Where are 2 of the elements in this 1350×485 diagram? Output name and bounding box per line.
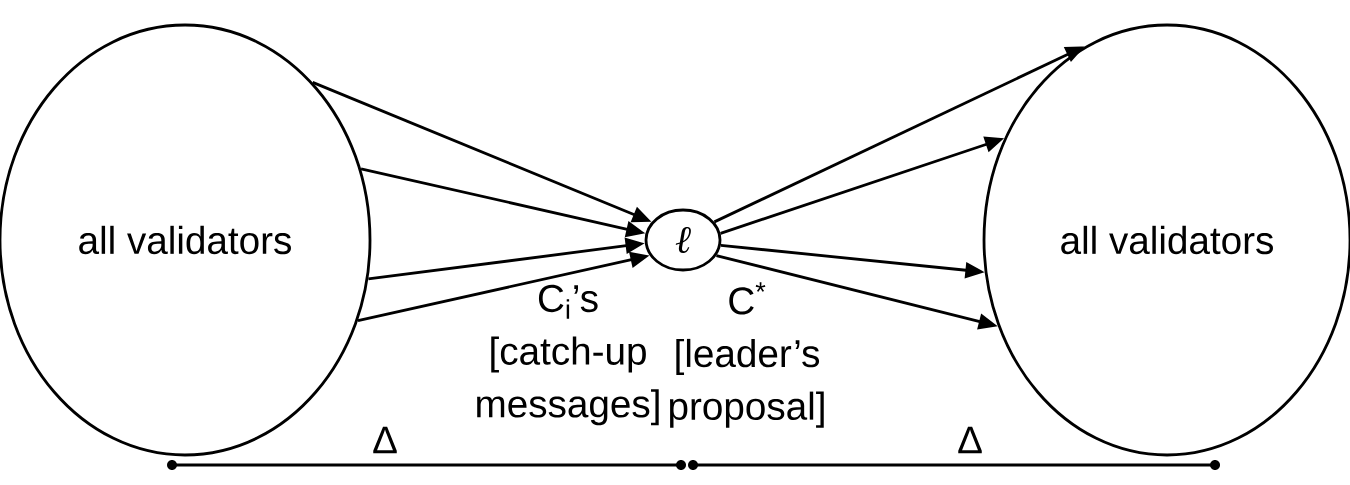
message-text: C$^{*}$ [leader’s proposal] <box>669 282 824 428</box>
message-text: C$_{i}$’s [catch-up messages] <box>477 284 659 426</box>
